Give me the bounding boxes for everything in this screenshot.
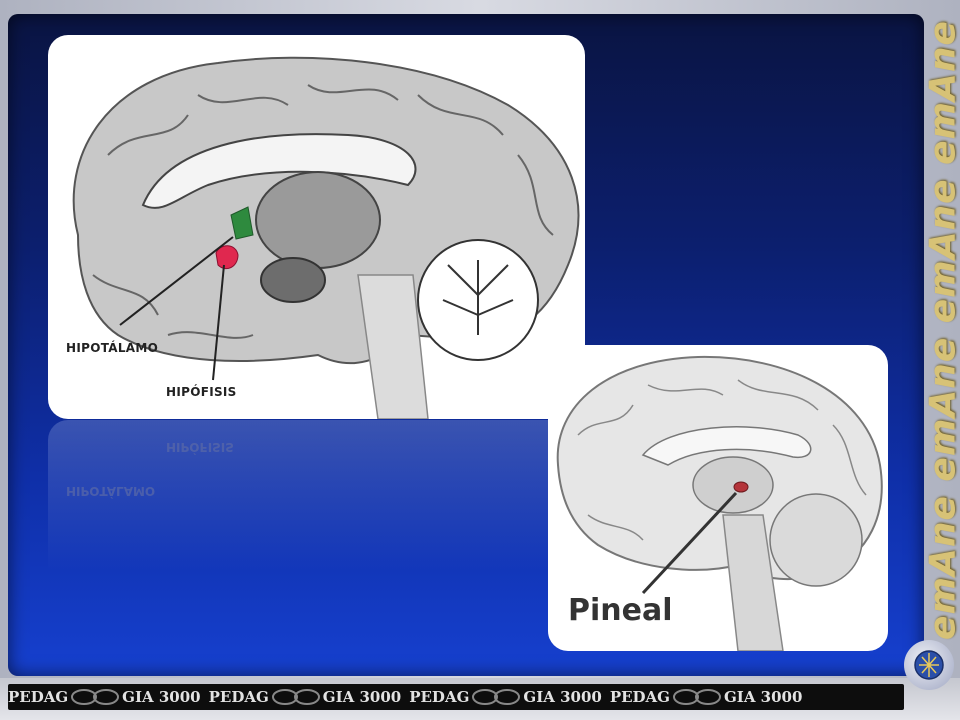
gyri-lines-2: [577, 379, 867, 541]
side-watermark-text: emAne emAne emAne emAne: [926, 20, 960, 640]
footer-segment: PEDAG GIA 3000: [409, 688, 602, 706]
footer-text-left: PEDAG: [409, 688, 470, 706]
arbor-vitae: [442, 260, 514, 335]
brain-sagittal-illustration: [72, 56, 580, 419]
card-reflection: HIPÓFISIS HIPOTÁLAMO: [48, 420, 585, 570]
pineal-gland: [733, 481, 749, 493]
brain-pineal-illustration: [556, 355, 883, 651]
reflected-label-pituitary: HIPÓFISIS: [166, 440, 234, 454]
pointer-hypothalamus: [119, 236, 234, 326]
footer-banner: PEDAG GIA 3000 PEDAG GIA 3000 PEDAG GIA …: [8, 684, 904, 710]
pointer-pineal: [641, 491, 738, 595]
side-watermark: emAne emAne emAne emAne: [926, 0, 960, 660]
label-pineal: Pineal: [568, 593, 673, 628]
infinity-icon: [472, 689, 521, 705]
label-hypothalamus: HIPOTÁLAMO: [66, 341, 159, 355]
footer-text-right: GIA 3000: [122, 688, 201, 706]
footer-segment: PEDAG GIA 3000: [610, 688, 803, 706]
footer-segment: PEDAG GIA 3000: [209, 688, 402, 706]
footer-text-left: PEDAG: [8, 688, 69, 706]
footer-text-right: GIA 3000: [724, 688, 803, 706]
cerebellum-2: [769, 493, 863, 587]
brain-diagram-pineal: Pineal: [548, 345, 888, 651]
brainstem: [357, 274, 429, 419]
gyri-lines: [92, 84, 554, 339]
pituitary-region: [215, 245, 239, 270]
footer-text-left: PEDAG: [208, 688, 269, 706]
label-pituitary: HIPÓFISIS: [166, 385, 237, 399]
globe-emblem-icon: [904, 640, 954, 690]
brain-diagram-hypothalamus: HIPOTÁLAMO HIPÓFISIS: [48, 35, 585, 419]
footer-text-right: GIA 3000: [322, 688, 402, 706]
thalamus-2: [692, 456, 774, 514]
infinity-icon: [271, 689, 320, 705]
thalamus: [255, 171, 381, 269]
brainstem-2: [722, 514, 784, 651]
midbrain: [260, 257, 326, 303]
infinity-icon: [673, 689, 721, 705]
reflected-label-hypothalamus: HIPOTÁLAMO: [66, 484, 156, 498]
hypothalamus-region: [230, 206, 254, 240]
pointer-pituitary: [212, 264, 225, 381]
corpus-callosum-2: [641, 426, 812, 466]
footer-segment: PEDAG GIA 3000: [8, 688, 201, 706]
footer-text-left: PEDAG: [609, 688, 670, 706]
footer-text-right: GIA 3000: [523, 688, 602, 706]
corpus-callosum: [141, 133, 417, 209]
infinity-icon: [71, 689, 120, 705]
